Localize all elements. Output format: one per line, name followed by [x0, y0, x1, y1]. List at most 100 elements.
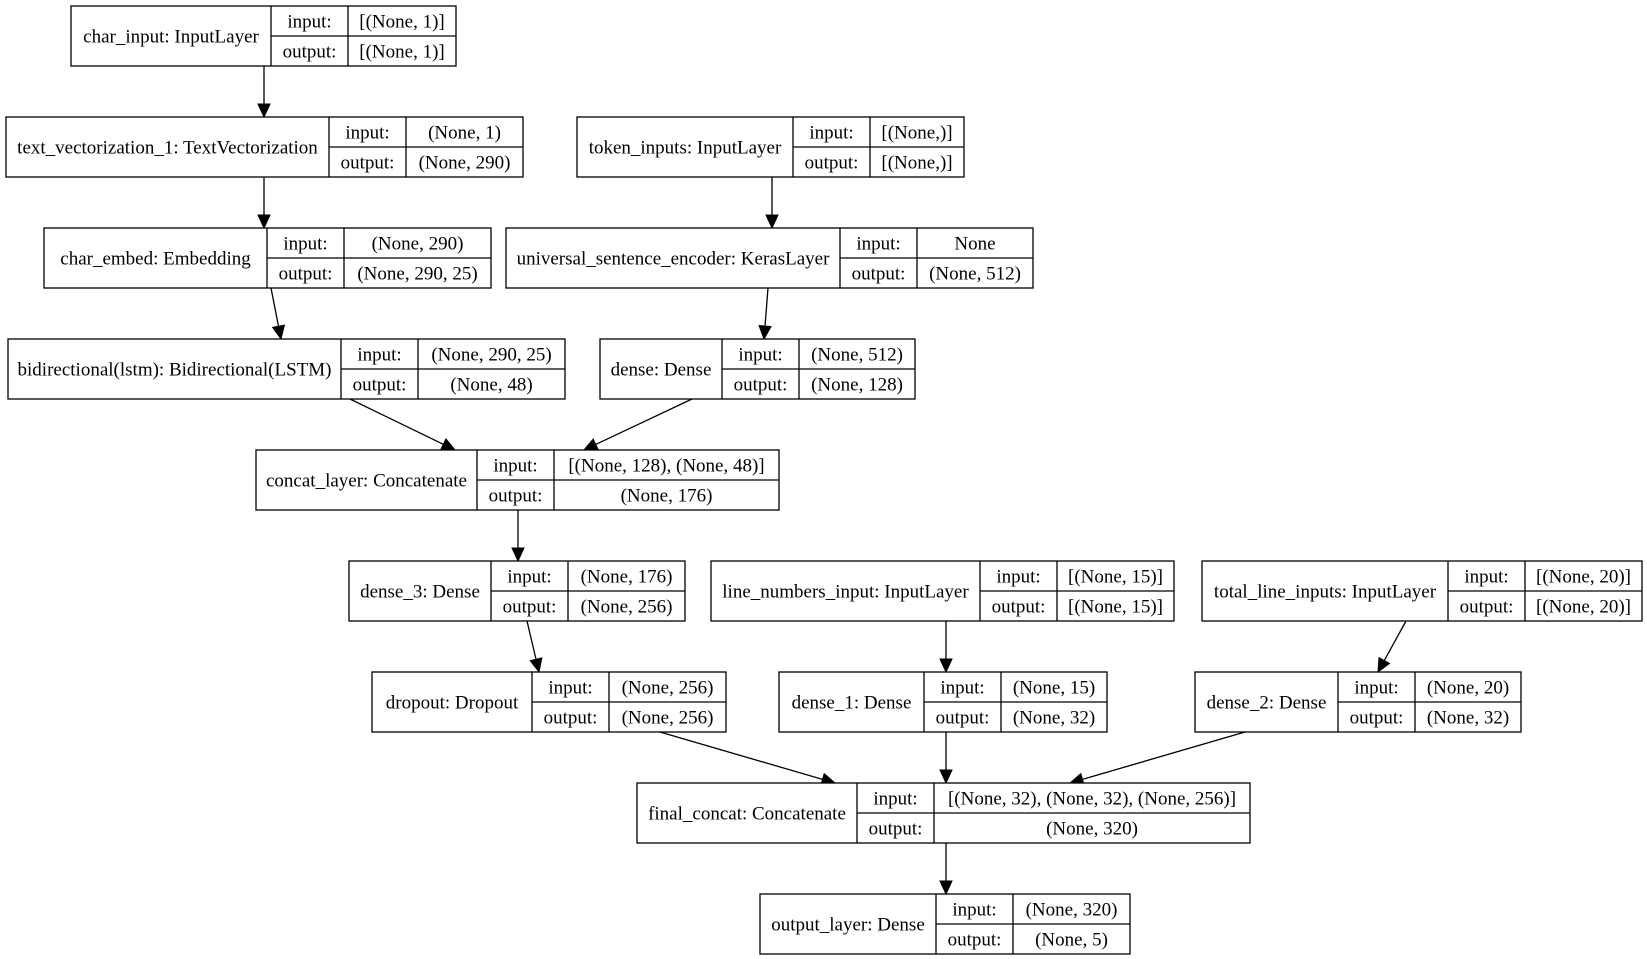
- output-label: output:: [279, 264, 333, 285]
- output-shape: [(None, 1)]: [359, 42, 444, 63]
- layer-name: text_vectorization_1: TextVectorization: [17, 138, 318, 159]
- input-shape: (None, 290): [372, 234, 464, 255]
- output-shape: (None, 128): [811, 375, 903, 396]
- output-shape: (None, 32): [1013, 708, 1095, 729]
- edge-universal_sentence_encoder-to-dense: [758, 287, 772, 341]
- output-shape: (None, 176): [621, 486, 713, 507]
- edge-line: [270, 287, 280, 327]
- input-label: input:: [493, 456, 537, 477]
- layer-name: final_concat: Concatenate: [648, 804, 846, 825]
- input-label: input:: [548, 678, 592, 699]
- layer-node-dense_3: dense_3: Dense input: output: (None, 176) (N…: [348, 560, 686, 622]
- output-shape: (None, 5): [1035, 930, 1108, 951]
- output-shape: (None, 290): [419, 153, 511, 174]
- arrowhead-icon: [758, 325, 772, 341]
- output-label: output:: [948, 930, 1002, 951]
- output-label: output:: [734, 375, 788, 396]
- output-label: output:: [1350, 708, 1404, 729]
- layer-name: bidirectional(lstm): Bidirectional(LSTM): [18, 360, 332, 381]
- layer-name: dense: Dense: [611, 360, 712, 381]
- edge-char_input-to-text_vectorization_1: [257, 66, 271, 119]
- output-label: output:: [852, 264, 906, 285]
- input-shape: (None, 320): [1026, 900, 1118, 921]
- input-shape: [(None, 128), (None, 48)]: [568, 456, 764, 477]
- output-shape: (None, 256): [581, 597, 673, 618]
- output-shape: (None, 320): [1046, 819, 1138, 840]
- output-label: output:: [489, 486, 543, 507]
- output-shape: (None, 256): [622, 708, 714, 729]
- edge-line_numbers_input-to-dense_1: [939, 621, 953, 674]
- edge-line: [1082, 731, 1246, 780]
- output-label: output:: [992, 597, 1046, 618]
- input-label: input:: [507, 567, 551, 588]
- arrowhead-icon: [271, 324, 286, 341]
- input-label: input:: [940, 678, 984, 699]
- layer-node-concat_layer: concat_layer: Concatenateinput:output:[(…: [255, 449, 780, 511]
- arrowhead-icon: [1377, 656, 1391, 674]
- output-shape: (None, 512): [929, 264, 1021, 285]
- input-label: input:: [996, 567, 1040, 588]
- layer-node-universal_sentence_encoder: universal_sentence_encoder: KerasLayer in…: [505, 227, 1034, 289]
- input-label: input:: [809, 123, 853, 144]
- input-shape: [(None, 15)]: [1068, 567, 1163, 588]
- arrowhead-icon: [582, 438, 600, 451]
- arrowhead-icon: [939, 880, 953, 896]
- layer-name: dense_2: Dense: [1207, 693, 1327, 714]
- edge-text_vectorization_1-to-char_embed: [257, 177, 271, 230]
- layer-node-token_inputs: token_inputs: InputLayer input: output: [(N…: [576, 116, 965, 178]
- input-shape: (None, 1): [428, 123, 501, 144]
- output-shape: [(None, 15)]: [1068, 597, 1163, 618]
- edge-total_line_inputs-to-dense_2: [1377, 620, 1407, 674]
- layer-name: dense_3: Dense: [360, 582, 480, 603]
- edge-line: [595, 398, 693, 446]
- layer-node-total_line_inputs: total_line_inputs: InputLayer input: outpu…: [1201, 560, 1643, 622]
- output-label: output:: [869, 819, 923, 840]
- edge-char_embed-to-bidirectional_lstm: [270, 287, 286, 341]
- layer-node-dense: dense: Dense input: output: (None, 512) (Non…: [599, 338, 916, 400]
- input-shape: [(None, 1)]: [359, 12, 444, 33]
- arrowhead-icon: [765, 214, 779, 230]
- arrowhead-icon: [439, 438, 457, 451]
- layer-name: total_line_inputs: InputLayer: [1214, 582, 1437, 603]
- output-label: output:: [544, 708, 598, 729]
- layer-node-text_vectorization_1: text_vectorization_1: TextVectorization i…: [5, 116, 524, 178]
- input-shape: (None, 512): [811, 345, 903, 366]
- input-shape: (None, 256): [622, 678, 714, 699]
- layer-name: output_layer: Dense: [771, 915, 925, 936]
- layer-node-line_numbers_input: line_numbers_input: InputLayerinput:outp…: [710, 560, 1175, 622]
- layer-name: token_inputs: InputLayer: [589, 138, 782, 159]
- arrowhead-icon: [939, 658, 953, 674]
- input-label: input:: [345, 123, 389, 144]
- input-shape: (None, 176): [581, 567, 673, 588]
- output-shape: [(None, 20)]: [1536, 597, 1631, 618]
- edge-final_concat-to-output_layer: [939, 843, 953, 896]
- edge-dropout-to-final_concat: [659, 731, 837, 786]
- layer-node-final_concat: final_concat: Concatenateinput:output:[(…: [636, 782, 1251, 844]
- arrowhead-icon: [529, 657, 543, 674]
- edge-token_inputs-to-universal_sentence_encoder: [765, 177, 779, 230]
- output-label: output:: [1460, 597, 1514, 618]
- input-shape: (None, 20): [1427, 678, 1509, 699]
- input-label: input:: [1464, 567, 1508, 588]
- output-label: output:: [503, 597, 557, 618]
- output-label: output:: [805, 153, 859, 174]
- input-shape: [(None, 32), (None, 32), (None, 256)]: [948, 789, 1236, 810]
- output-label: output:: [353, 375, 407, 396]
- input-label: input:: [357, 345, 401, 366]
- layer-node-char_embed: char_embed: Embeddinginput:output:(None,…: [43, 227, 492, 289]
- layer-name: universal_sentence_encoder: KerasLayer: [517, 249, 830, 270]
- input-shape: [(None, 20)]: [1536, 567, 1631, 588]
- edge-line: [1383, 620, 1407, 661]
- input-label: input:: [738, 345, 782, 366]
- output-shape: (None, 48): [450, 375, 532, 396]
- output-shape: (None, 32): [1427, 708, 1509, 729]
- input-label: input:: [856, 234, 900, 255]
- output-shape: [(None,)]: [881, 153, 952, 174]
- input-shape: (None, 290, 25): [431, 345, 551, 366]
- edge-bidirectional_lstm-to-concat_layer: [349, 398, 457, 451]
- output-label: output:: [936, 708, 990, 729]
